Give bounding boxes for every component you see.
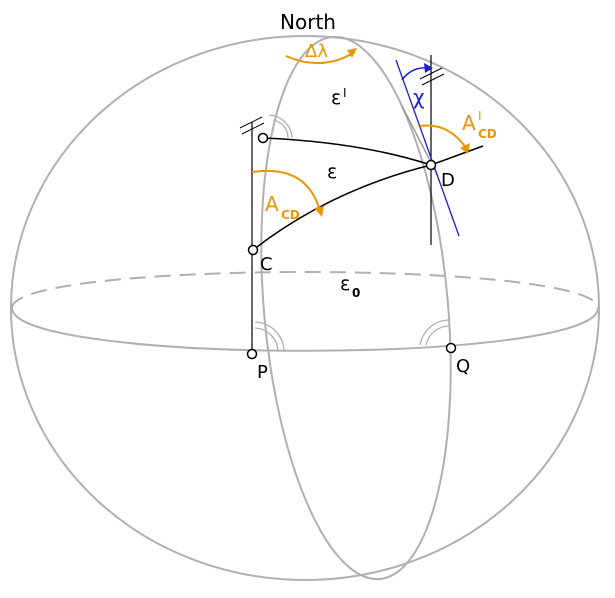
point-p-marker [246,348,258,360]
point-d-marker [425,159,437,171]
great-circle-cd [252,145,484,251]
a-cd-prime-mark: I [478,109,482,123]
right-angle-marks [254,114,451,353]
parallel-mark-d [419,67,445,86]
delta-lambda-label: Δλ [305,41,328,62]
tangent-d-blue [395,59,460,237]
angle-arrowheads-orange [314,48,470,217]
point-q-marker [445,342,457,354]
parallel-mark-c [239,116,265,135]
epsilon-prime-label: ε [331,87,341,109]
a-cd-prime-subscript: CD [478,127,497,141]
north-label: North [280,10,336,34]
chi-label: χ [413,85,425,109]
a-cd-prime-arc [419,124,467,149]
epsilon-0-label: ε [340,273,350,295]
point-c-label: C [260,254,273,275]
epsilon-label: ε [327,161,337,183]
epsilon-prime-mark: I [343,86,347,100]
point-q-label: Q [456,356,470,377]
points [246,132,457,360]
angle-arcs-orange [251,51,467,213]
equator-back [11,271,599,309]
point-d-label: D [441,170,455,191]
delta-lambda-arc [285,51,356,65]
point-c-marker [247,244,259,256]
point-p-label: P [257,362,268,383]
meridian-circle [260,35,452,581]
point-top [257,132,269,144]
a-cd-arc [251,169,321,213]
equator-front [11,307,599,352]
chi-arrowhead [424,63,433,73]
a-cd-subscript: CD [281,208,300,222]
arc-top-to-d [262,137,432,166]
a-cd-prime-label: A [462,111,476,135]
epsilon-0-subscript: 0 [352,286,360,300]
a-cd-label: A [265,192,279,216]
